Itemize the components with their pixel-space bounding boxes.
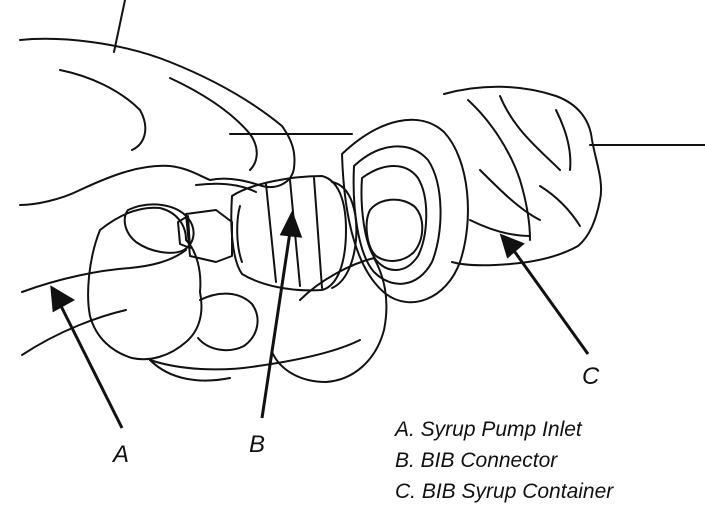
legend-item-b: B. BIB Connector [395, 449, 558, 472]
upper-hand-knuckle [195, 182, 257, 193]
right-hand [365, 198, 424, 262]
container-fold-5 [555, 109, 572, 171]
bib-connector-ring [236, 205, 243, 263]
legend-item-a: A. Syrup Pump Inlet [395, 418, 582, 441]
bib-connector [230, 175, 347, 292]
lower-hand-fingers [197, 292, 259, 352]
right-hand-body [271, 257, 388, 383]
arrow-a-head [50, 285, 75, 313]
lower-hand [87, 206, 203, 361]
arrow-a-line [58, 303, 124, 429]
container-fitment-inner [352, 145, 442, 285]
arrow-b-head [279, 210, 303, 238]
container-fitment-outer [341, 118, 469, 304]
bib-connector-collar [331, 181, 358, 289]
callout-b: B [249, 431, 265, 458]
container-fold-4 [469, 219, 531, 237]
tube-line [113, 0, 126, 53]
pump-inlet-hose-top [21, 249, 187, 293]
syrup-container [443, 85, 602, 267]
lower-hand-wrist [149, 359, 231, 382]
upper-hand-fold [59, 69, 147, 151]
inlet-fitting-detail [177, 215, 191, 249]
arrow-c-line [510, 247, 590, 355]
arrow-b-line [260, 231, 292, 419]
lower-hand-palm [149, 339, 361, 371]
legend: A. Syrup Pump Inlet B. BIB Connector C. … [395, 414, 613, 507]
callout-c: C [582, 363, 600, 390]
callout-a: A [111, 441, 129, 468]
container-fold-1 [467, 99, 531, 241]
container-fold-2 [499, 95, 561, 171]
container-fold-6 [539, 185, 581, 227]
upper-hand-fold-2 [169, 77, 258, 171]
inlet-fitting [185, 209, 233, 263]
upper-hand [19, 37, 296, 206]
lower-hand-thumb [123, 203, 195, 254]
container-fold-3 [479, 169, 541, 221]
container-fitment-ring-2 [360, 165, 428, 271]
pump-inlet-hose-bottom [21, 309, 127, 356]
legend-item-c: C. BIB Syrup Container [395, 480, 614, 503]
arrow-c-head [499, 233, 525, 259]
